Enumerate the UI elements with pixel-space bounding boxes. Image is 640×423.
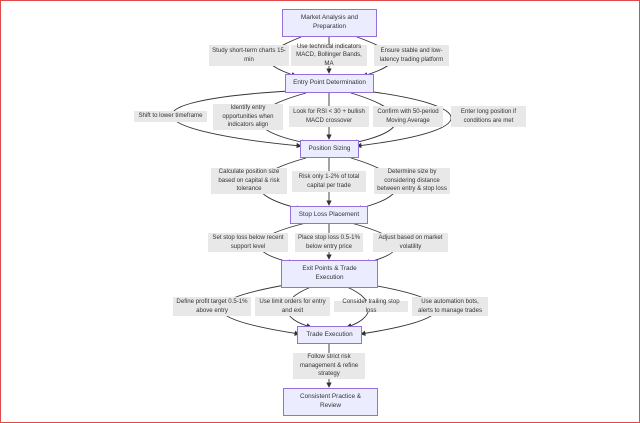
edge-label-confirm-ma: Confirm with 50-period Moving Average: [373, 106, 443, 127]
edge-label-technical-indicators: Use technical indicators MACD, Bollinger…: [291, 43, 367, 67]
edge-entry-sizing-far-right: [356, 90, 452, 149]
node-exit-points: Exit Points & Trade Execution: [281, 260, 378, 288]
edge-label-enter-long: Enter long position if conditions are me…: [451, 106, 526, 127]
node-trade-execution: Trade Execution: [297, 326, 362, 344]
edge-label-risk-pct: Risk only 1-2% of total capital per trad…: [292, 171, 366, 192]
edge-label-sl-volatility: Adjust based on market volatility: [373, 233, 448, 252]
edge-label-stable-platform: Ensure stable and low- latency trading p…: [374, 45, 449, 66]
edge-label-study-charts: Study short-term charts 15- min: [209, 45, 289, 66]
node-market-analysis: Market Analysis and Preparation: [282, 9, 377, 37]
edge-label-trailing-stop: Consider trailing stop loss: [334, 298, 408, 314]
edge-label-rsi-macd: Look for RSI < 30 + bullish MACD crossov…: [289, 106, 369, 127]
edge-label-determine-size: Determine size by considering distance b…: [374, 168, 450, 194]
node-stop-loss: Stop Loss Placement: [290, 206, 368, 224]
edge-label-sl-support: Set stop loss below recent support level: [208, 233, 288, 252]
node-entry-point: Entry Point Determination: [285, 74, 374, 93]
edge-label-strict-risk: Follow strict risk management & refine s…: [293, 353, 365, 379]
edge-label-calc-size: Calculate position size based on capital…: [211, 168, 287, 194]
edge-label-profit-target: Define profit target 0.5-1% above entry: [173, 297, 251, 316]
node-consistent-practice: Consistent Practice & Review: [283, 388, 378, 416]
edge-label-limit-orders: Use limit orders for entry and exit: [255, 297, 330, 316]
edge-label-automation: Use automation bots, alerts to manage tr…: [412, 297, 488, 316]
edge-label-identify-entry: Identify entry opportunities when indica…: [213, 104, 283, 130]
node-position-sizing: Position Sizing: [300, 140, 359, 158]
edge-label-shift-timeframe: Shift to lower timeframe: [134, 111, 207, 122]
edge-label-sl-pct: Place stop loss 0.5-1% below entry price: [295, 233, 363, 252]
